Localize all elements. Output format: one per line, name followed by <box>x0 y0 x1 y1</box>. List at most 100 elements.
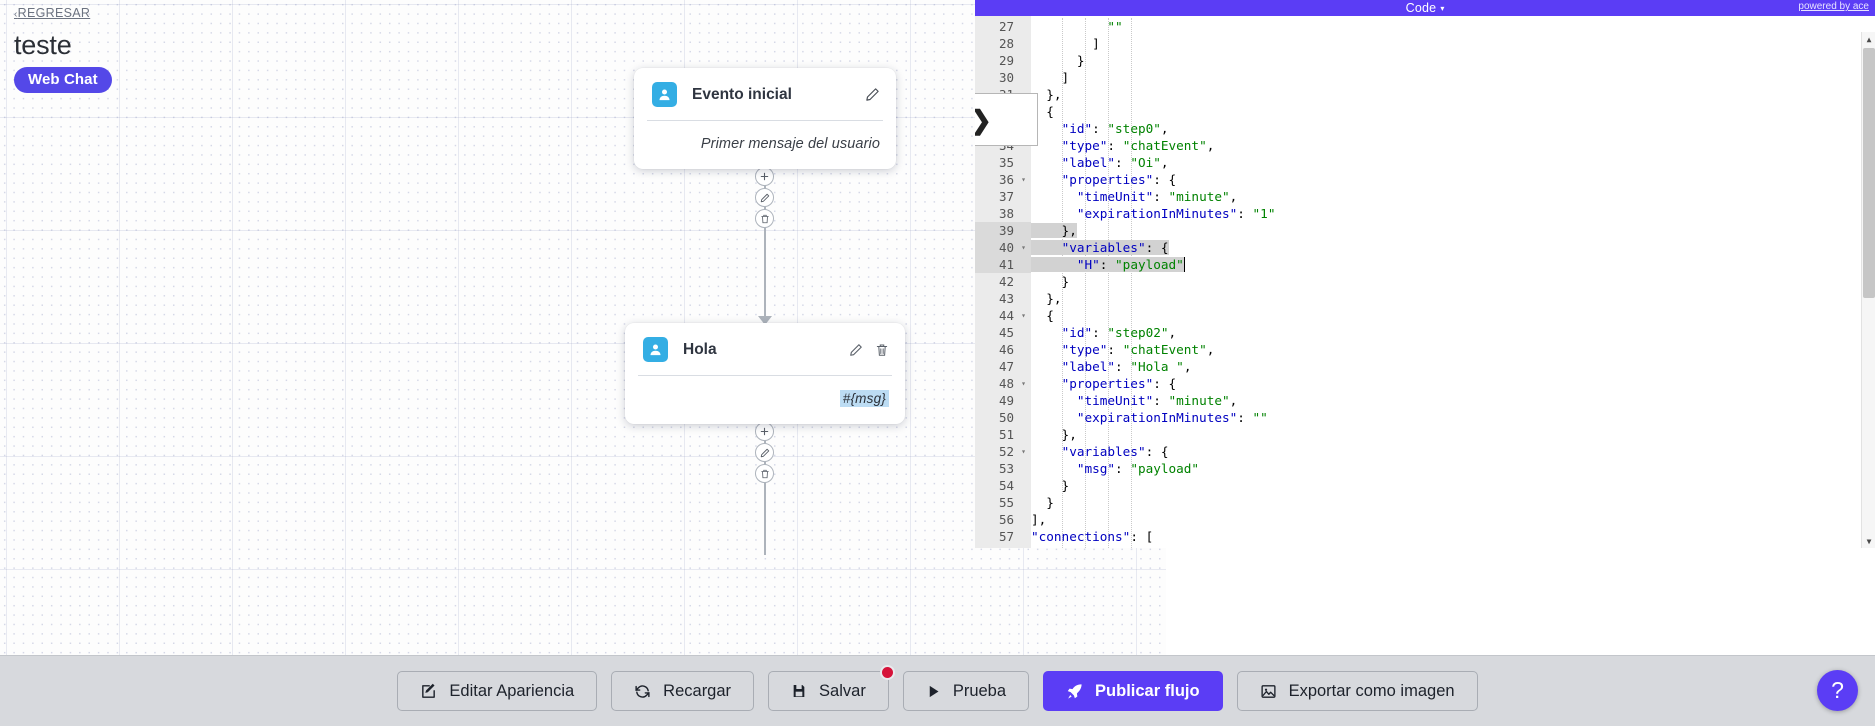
gutter-line-28[interactable]: 28 <box>998 36 1014 51</box>
add-icon[interactable] <box>755 167 774 186</box>
code-line[interactable]: "type": "chatEvent", <box>1061 342 1215 357</box>
code-line[interactable]: "expirationInMinutes": "" <box>1076 410 1268 425</box>
toolbar-button-exportar-como-imagen[interactable]: Exportar como imagen <box>1236 671 1478 711</box>
code-line[interactable]: }, <box>1031 427 1077 442</box>
code-line[interactable]: "type": "chatEvent", <box>1061 138 1215 153</box>
gutter-line-48[interactable]: 48▾ <box>998 376 1026 391</box>
toolbar-button-recargar[interactable]: Recargar <box>611 671 755 711</box>
code-line[interactable]: "timeUnit": "minute", <box>1076 189 1238 204</box>
gutter-line-35[interactable]: 35 <box>998 155 1014 170</box>
gutter-line-39[interactable]: 39 <box>975 222 1031 239</box>
code-line[interactable]: "connections": [ <box>1031 529 1154 544</box>
editor-vertical-scrollbar[interactable]: ▲ ▼ <box>1861 32 1875 548</box>
code-line[interactable]: "expirationInMinutes": "1" <box>1076 206 1276 221</box>
code-line[interactable]: "timeUnit": "minute", <box>1076 393 1238 408</box>
code-editor-panel[interactable]: Code ▾ powered by ace 272829303132▾33343… <box>975 0 1875 548</box>
powered-by-ace-link[interactable]: powered by ace <box>1798 1 1869 12</box>
code-line[interactable]: "" <box>1107 19 1123 34</box>
gutter-line-53[interactable]: 53 <box>998 461 1014 476</box>
fold-toggle-icon[interactable]: ▾ <box>1021 447 1026 456</box>
gutter-line-30[interactable]: 30 <box>998 70 1014 85</box>
gutter-line-51[interactable]: 51 <box>998 427 1014 442</box>
gutter-line-43[interactable]: 43 <box>998 291 1014 306</box>
gutter-line-42[interactable]: 42 <box>998 274 1014 289</box>
fold-toggle-icon[interactable]: ▾ <box>1021 379 1026 388</box>
code-line[interactable]: ], <box>1031 512 1047 527</box>
code-line[interactable]: { <box>1031 104 1054 119</box>
code-line[interactable]: "properties": { <box>1061 376 1177 391</box>
gutter-line-49[interactable]: 49 <box>998 393 1014 408</box>
gutter-line-44[interactable]: 44▾ <box>998 308 1026 323</box>
scroll-down-icon[interactable]: ▼ <box>1862 534 1875 548</box>
toolbar-button-publicar-flujo[interactable]: Publicar flujo <box>1043 671 1223 711</box>
add-icon[interactable] <box>755 422 774 441</box>
edit-icon[interactable] <box>849 343 863 357</box>
fold-toggle-icon[interactable]: ▾ <box>1021 175 1026 184</box>
code-line[interactable]: "id": "step0", <box>1061 121 1169 136</box>
code-line[interactable]: { <box>1031 545 1875 548</box>
flow-canvas[interactable]: ‹REGRESAR teste Web Chat Evento inicial <box>0 0 1166 655</box>
gutter-line-27[interactable]: 27 <box>998 19 1014 34</box>
code-line[interactable]: ] <box>1031 36 1100 51</box>
gutter-line-36[interactable]: 36▾ <box>998 172 1026 187</box>
fold-toggle-icon[interactable]: ▾ <box>1021 243 1026 252</box>
gutter-line-40[interactable]: 40▾ <box>975 239 1031 256</box>
flow-node-hola[interactable]: Hola #{msg} <box>625 323 905 424</box>
code-line[interactable]: "variables": { <box>1061 444 1169 459</box>
gutter-line-37[interactable]: 37 <box>998 189 1014 204</box>
help-button[interactable]: ? <box>1817 670 1858 711</box>
node-header: Hola <box>625 323 905 375</box>
code-line[interactable]: "label": "Oi", <box>1061 155 1169 170</box>
scroll-up-icon[interactable]: ▲ <box>1862 32 1875 46</box>
gutter-line-29[interactable]: 29 <box>998 53 1014 68</box>
edit-icon[interactable] <box>755 443 774 462</box>
code-line[interactable]: "H": "payload" <box>1031 256 1875 273</box>
scrollbar-thumb[interactable] <box>1863 48 1875 298</box>
edit-icon[interactable] <box>865 87 880 102</box>
code-line[interactable]: "variables": { <box>1031 239 1875 256</box>
code-line[interactable]: ] <box>1031 70 1070 85</box>
toolbar-button-salvar[interactable]: Salvar <box>768 665 895 711</box>
toolbar-button-label: Salvar <box>819 681 866 700</box>
editor-jump-marker[interactable]: ❯ <box>975 93 1038 146</box>
gutter-line-58[interactable]: 58▾ <box>975 545 1031 548</box>
toolbar-button-prueba[interactable]: Prueba <box>902 671 1030 711</box>
delete-icon[interactable] <box>755 209 774 228</box>
code-line[interactable]: } <box>1031 478 1070 493</box>
delete-icon[interactable] <box>755 464 774 483</box>
gutter-line-46[interactable]: 46 <box>998 342 1014 357</box>
code-line[interactable]: "id": "step02", <box>1061 325 1177 340</box>
code-line[interactable]: }, <box>1031 223 1077 238</box>
chevron-down-icon[interactable]: ▾ <box>1440 3 1445 13</box>
flow-node-evento-inicial[interactable]: Evento inicial Primer mensaje del usuari… <box>634 68 896 169</box>
code-line[interactable]: } <box>1031 274 1070 289</box>
code-line[interactable]: { <box>1031 308 1054 323</box>
code-editor-body[interactable]: 272829303132▾33343536▾37383940▾41424344▾… <box>975 16 1875 548</box>
fold-toggle-icon[interactable]: ▾ <box>1021 545 1026 548</box>
code-line[interactable]: }, <box>1031 87 1062 102</box>
gutter-line-54[interactable]: 54 <box>998 478 1014 493</box>
editor-code-area[interactable]: "" ] } ] }, { "id": "step0", "type": "ch… <box>1031 16 1875 548</box>
gutter-line-50[interactable]: 50 <box>998 410 1014 425</box>
fold-toggle-icon[interactable]: ▾ <box>1021 311 1026 320</box>
code-line[interactable]: }, <box>1031 291 1062 306</box>
edit-icon[interactable] <box>755 188 774 207</box>
gutter-line-56[interactable]: 56 <box>998 512 1014 527</box>
code-line[interactable]: "msg": "payload" <box>1076 461 1200 476</box>
gutter-line-57[interactable]: 57 <box>998 529 1014 544</box>
text-cursor <box>1183 257 1186 272</box>
code-line[interactable]: "properties": { <box>1061 172 1177 187</box>
gutter-line-38[interactable]: 38 <box>998 206 1014 221</box>
gutter-line-55[interactable]: 55 <box>998 495 1014 510</box>
gutter-line-45[interactable]: 45 <box>998 325 1014 340</box>
gutter-line-41[interactable]: 41 <box>975 256 1031 273</box>
code-line[interactable]: } <box>1031 495 1054 510</box>
back-link[interactable]: ‹REGRESAR <box>14 6 90 20</box>
node-actions <box>849 343 889 357</box>
delete-icon[interactable] <box>875 343 889 357</box>
code-line[interactable]: } <box>1031 53 1085 68</box>
code-line[interactable]: "label": "Hola ", <box>1061 359 1192 374</box>
gutter-line-52[interactable]: 52▾ <box>998 444 1026 459</box>
toolbar-button-editar-apariencia[interactable]: Editar Apariencia <box>397 671 598 711</box>
gutter-line-47[interactable]: 47 <box>998 359 1014 374</box>
